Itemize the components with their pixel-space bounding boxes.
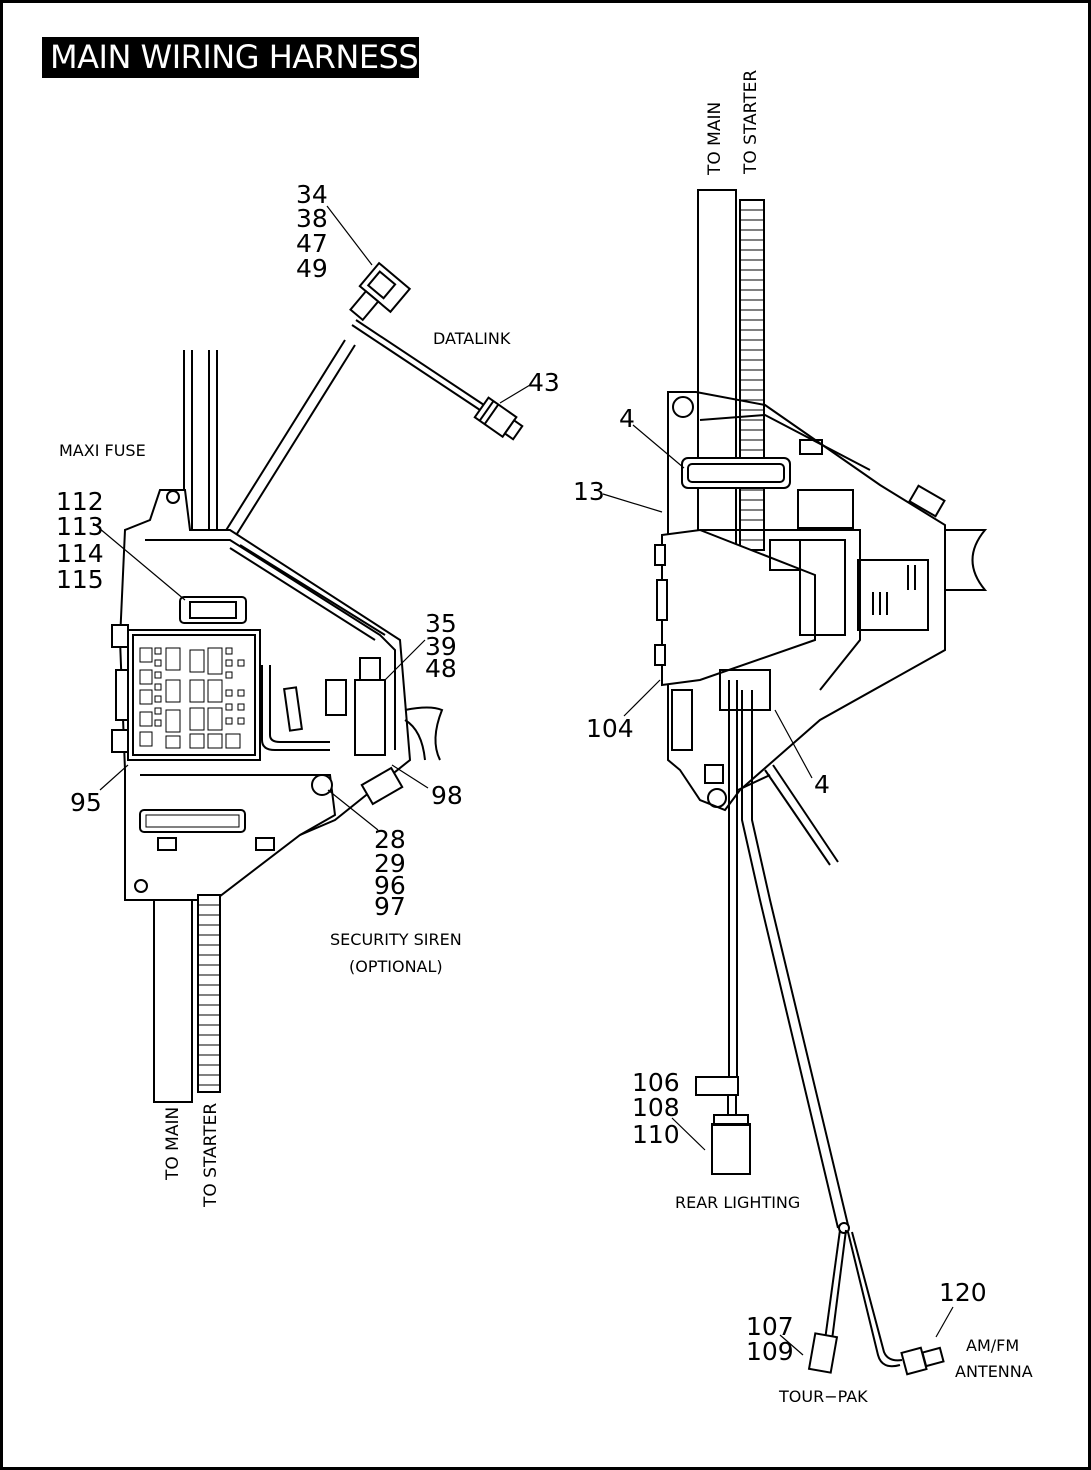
callout-35: 35	[425, 609, 457, 638]
label-am-fm: AM/FM	[966, 1336, 1020, 1355]
callout-109: 109	[746, 1337, 794, 1366]
label-maxi-fuse: MAXI FUSE	[59, 441, 146, 460]
callout-48: 48	[425, 654, 457, 683]
datalink-top-connector	[349, 261, 412, 322]
callout-98: 98	[431, 781, 463, 810]
callout-38: 38	[296, 204, 328, 233]
callout-114: 114	[56, 539, 104, 568]
left-view-drawing	[92, 205, 531, 1103]
label-antenna: ANTENNA	[955, 1362, 1033, 1381]
callout-47: 47	[296, 229, 328, 258]
callout-34: 34	[296, 180, 328, 209]
page-title: MAIN WIRING HARNESS	[42, 37, 419, 78]
fuse-grid	[139, 647, 245, 749]
callout-112: 112	[56, 487, 104, 516]
callout-39: 39	[425, 632, 457, 661]
callout-96: 96	[374, 871, 406, 900]
label-left-to-main: TO MAIN	[163, 1106, 183, 1180]
callout-13: 13	[573, 477, 605, 506]
callout-108: 108	[632, 1093, 680, 1122]
callout-29: 29	[374, 849, 406, 878]
label-optional: (OPTIONAL)	[349, 957, 443, 976]
label-datalink: DATALINK	[433, 329, 511, 348]
label-right-to-main: TO MAIN	[705, 101, 725, 175]
callout-43: 43	[528, 368, 560, 397]
callout-107: 107	[746, 1312, 794, 1341]
label-tour-pak: TOUR−PAK	[779, 1387, 868, 1406]
label-rear-lighting: REAR LIGHTING	[675, 1193, 801, 1212]
datalink-connector-43	[473, 396, 524, 441]
callout-104: 104	[586, 714, 634, 743]
callout-4-top: 4	[619, 404, 635, 433]
right-view-drawing	[602, 189, 988, 1376]
callout-49: 49	[296, 254, 328, 283]
callout-4-bottom: 4	[814, 770, 830, 799]
callout-115: 115	[56, 565, 104, 594]
callout-106: 106	[632, 1068, 680, 1097]
callout-97: 97	[374, 892, 406, 921]
label-right-to-starter: TO STARTER	[741, 69, 761, 174]
label-left-to-starter: TO STARTER	[201, 1102, 221, 1207]
callout-110: 110	[632, 1120, 680, 1149]
callout-28: 28	[374, 825, 406, 854]
callout-113: 113	[56, 512, 104, 541]
callout-120: 120	[939, 1278, 987, 1307]
label-security-siren: SECURITY SIREN	[330, 930, 462, 949]
callout-95: 95	[70, 788, 102, 817]
